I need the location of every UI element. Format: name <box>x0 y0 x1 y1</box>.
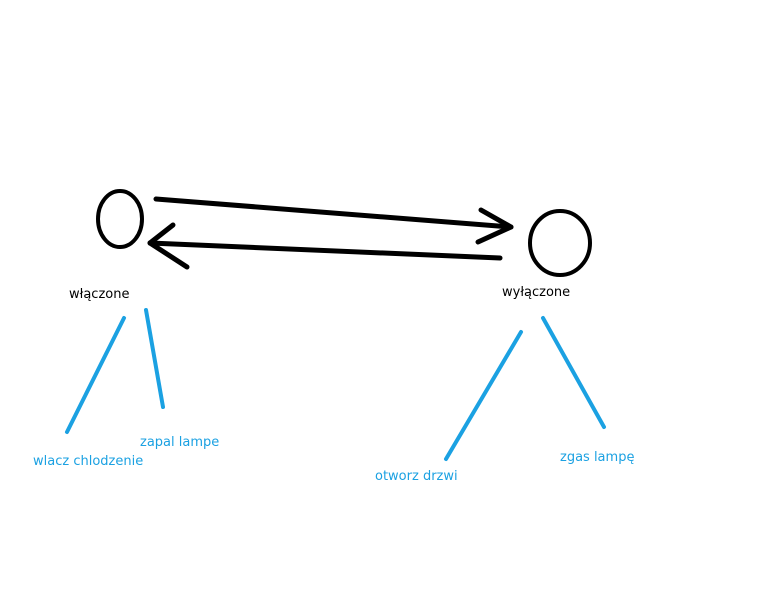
action-label-otworz-drzwi: otworz drzwi <box>375 469 458 484</box>
transition-arrow-off-to-on <box>147 222 503 270</box>
state-node-off <box>528 209 592 277</box>
action-line-wlacz-chlodzenie <box>65 316 126 434</box>
action-line-otworz-drzwi <box>444 330 523 461</box>
state-label-off: wyłączone <box>502 285 571 300</box>
action-label-wlacz-chlodzenie: wlacz chlodzenie <box>33 454 144 469</box>
state-label-on: włączone <box>69 287 130 302</box>
action-line-zgas-lampe <box>541 316 606 429</box>
state-node-on <box>96 189 144 249</box>
action-label-zapal-lampe: zapal lampe <box>140 435 220 450</box>
action-line-zapal-lampe <box>144 308 165 409</box>
transition-arrow-on-to-off <box>153 196 514 245</box>
action-label-zgas-lampe: zgas lampę <box>560 450 635 465</box>
